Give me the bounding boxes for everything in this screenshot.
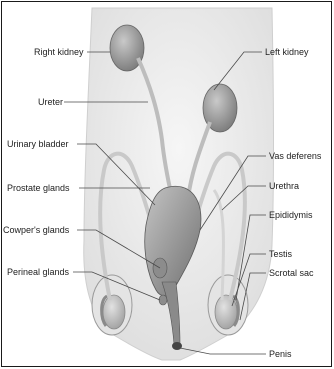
label-testis: Testis <box>269 249 292 260</box>
label-urethra: Urethra <box>269 181 299 192</box>
label-left-kidney: Left kidney <box>265 47 309 58</box>
label-prostate-glands: Prostate glands <box>7 183 70 194</box>
label-scrotal-sac: Scrotal sac <box>269 268 314 279</box>
label-urinary-bladder: Urinary bladder <box>7 139 69 150</box>
label-epididymis: Epididymis <box>269 210 313 221</box>
cowpers-gland <box>159 295 167 305</box>
label-right-kidney: Right kidney <box>34 47 84 58</box>
penis-tip <box>172 342 182 350</box>
label-vas-deferens: Vas deferens <box>269 151 321 162</box>
label-ureter: Ureter <box>38 97 63 108</box>
label-cowpers-glands: Cowper's glands <box>3 225 69 236</box>
label-perineal-glands: Perineal glands <box>7 267 69 278</box>
label-penis: Penis <box>269 349 292 360</box>
